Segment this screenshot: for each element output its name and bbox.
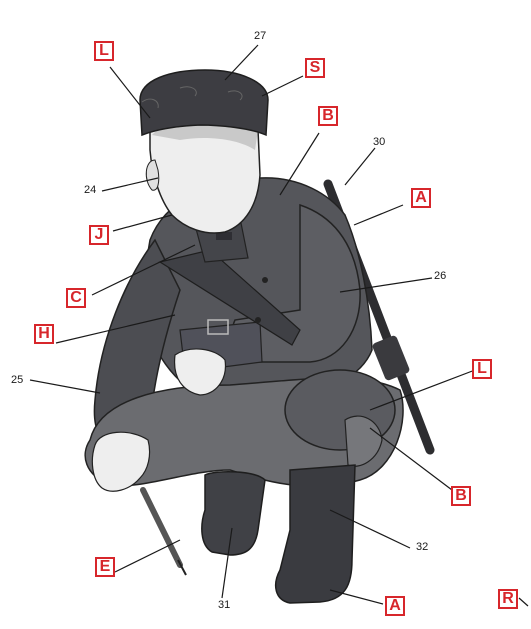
label-collar-tab: C	[66, 288, 86, 308]
leader-rifle	[345, 148, 375, 185]
num-right-boot: 32	[416, 541, 428, 553]
leader-hand	[30, 380, 100, 393]
label-belt: H	[34, 324, 54, 344]
num-hand: 25	[11, 374, 23, 386]
num-rifle: 30	[373, 136, 385, 148]
label-knee-patch: B	[451, 486, 471, 506]
label-boot: A	[385, 596, 405, 616]
num-left-boot: 31	[218, 599, 230, 611]
label-pencil: E	[95, 557, 115, 577]
label-hat-right: S	[305, 58, 325, 78]
label-shoulder-strap: A	[411, 188, 431, 208]
label-knee: L	[472, 359, 492, 379]
leader-corner	[519, 598, 528, 606]
num-sleeve: 26	[434, 270, 446, 282]
num-ear: 24	[84, 184, 96, 196]
label-collar: B	[318, 106, 338, 126]
label-hat-left: L	[94, 41, 114, 61]
num-hat-top: 27	[254, 30, 266, 42]
label-chin: J	[89, 225, 109, 245]
head	[140, 70, 268, 233]
label-corner: R	[498, 589, 518, 609]
leader-pencil	[115, 540, 180, 572]
leader-hat-right	[262, 76, 303, 96]
leader-shoulder	[354, 205, 403, 225]
